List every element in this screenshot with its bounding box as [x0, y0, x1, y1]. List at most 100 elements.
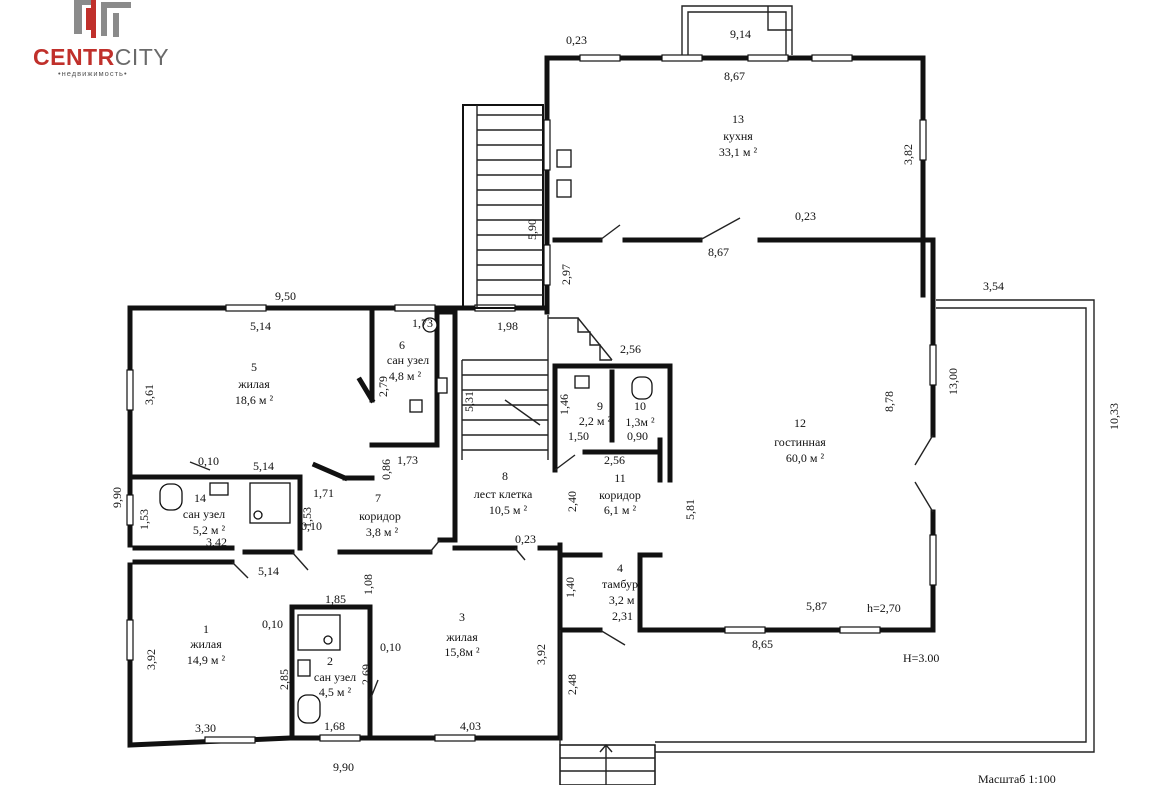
svg-text:7: 7	[375, 491, 381, 505]
svg-text:1,53: 1,53	[300, 507, 314, 528]
room-8-label: 8 лест клетка 10,5 м ²	[474, 469, 533, 517]
svg-text:2,31: 2,31	[612, 609, 633, 623]
svg-text:8,65: 8,65	[752, 637, 773, 651]
svg-text:1,46: 1,46	[557, 394, 571, 415]
logo-brand-a: CENTR	[33, 44, 115, 70]
svg-text:0,10: 0,10	[380, 640, 401, 654]
svg-text:8,67: 8,67	[724, 69, 745, 83]
svg-text:3,2 м ²: 3,2 м ²	[609, 593, 642, 607]
svg-text:жилая: жилая	[189, 637, 222, 651]
svg-text:15,8м ²: 15,8м ²	[444, 645, 480, 659]
svg-text:8,78: 8,78	[882, 391, 896, 412]
svg-text:14: 14	[194, 491, 206, 505]
svg-text:сан узел: сан узел	[314, 670, 356, 684]
svg-text:6,1 м ²: 6,1 м ²	[604, 503, 637, 517]
svg-text:2,69: 2,69	[359, 664, 373, 685]
svg-text:коридор: коридор	[359, 509, 401, 523]
svg-text:3,8 м ²: 3,8 м ²	[366, 525, 399, 539]
svg-text:1,68: 1,68	[324, 719, 345, 733]
svg-text:5,14: 5,14	[253, 459, 274, 473]
logo-mark-icon	[74, 0, 131, 38]
svg-text:9,14: 9,14	[730, 27, 751, 41]
svg-text:0,23: 0,23	[795, 209, 816, 223]
svg-text:жилая: жилая	[237, 377, 270, 391]
sink-icon	[297, 659, 311, 677]
svg-text:0,10: 0,10	[301, 519, 322, 533]
svg-text:5,90: 5,90	[525, 219, 539, 240]
svg-text:5,87: 5,87	[806, 599, 827, 613]
svg-text:4: 4	[617, 561, 623, 575]
svg-text:2,48: 2,48	[565, 674, 579, 695]
svg-text:4,03: 4,03	[460, 719, 481, 733]
svg-text:1,50: 1,50	[568, 429, 589, 443]
svg-text:2,56: 2,56	[604, 453, 625, 467]
doors	[189, 217, 934, 701]
svg-text:5,2 м ²: 5,2 м ²	[193, 523, 226, 537]
svg-text:1,3м ²: 1,3м ²	[625, 415, 655, 429]
svg-text:1,40: 1,40	[563, 577, 577, 598]
svg-text:гостинная: гостинная	[774, 435, 826, 449]
logo-brand-b: CITY	[114, 44, 170, 70]
svg-text:12: 12	[794, 416, 806, 430]
svg-text:4,5 м ²: 4,5 м ²	[319, 685, 352, 699]
stove-icon	[556, 179, 572, 198]
svg-text:33,1 м ²: 33,1 м ²	[719, 145, 758, 159]
svg-text:h=2,70: h=2,70	[867, 601, 901, 615]
svg-text:9,90: 9,90	[333, 760, 354, 774]
svg-text:5,14: 5,14	[258, 564, 279, 578]
svg-text:H=3.00: H=3.00	[903, 651, 939, 665]
svg-text:тамбур: тамбур	[602, 577, 638, 591]
svg-text:лест клетка: лест клетка	[474, 487, 533, 501]
scale-note: Масштаб 1:100	[978, 772, 1056, 786]
svg-text:3,30: 3,30	[195, 721, 216, 735]
svg-text:3,54: 3,54	[983, 279, 1004, 293]
svg-text:5,14: 5,14	[250, 319, 271, 333]
svg-text:0,90: 0,90	[627, 429, 648, 443]
svg-text:11: 11	[614, 471, 626, 485]
svg-text:10,33: 10,33	[1107, 403, 1121, 430]
svg-text:1,73: 1,73	[412, 316, 433, 330]
toilet-icon	[631, 376, 653, 400]
svg-text:13: 13	[732, 112, 744, 126]
svg-text:2,56: 2,56	[620, 342, 641, 356]
svg-text:кухня: кухня	[723, 129, 753, 143]
fixtures	[159, 149, 653, 724]
sink-icon	[574, 375, 590, 389]
logo-wordmark: CENTRCITY	[33, 44, 169, 71]
svg-text:9,50: 9,50	[275, 289, 296, 303]
svg-text:3,92: 3,92	[144, 649, 158, 670]
svg-text:2: 2	[327, 654, 333, 668]
svg-text:2,79: 2,79	[376, 376, 390, 397]
svg-text:1,98: 1,98	[497, 319, 518, 333]
svg-text:8: 8	[502, 469, 508, 483]
svg-text:5: 5	[251, 360, 257, 374]
svg-text:2,40: 2,40	[565, 491, 579, 512]
svg-text:1,85: 1,85	[325, 592, 346, 606]
svg-text:1: 1	[203, 622, 209, 636]
svg-text:0,23: 0,23	[566, 33, 587, 47]
svg-text:10,5 м ²: 10,5 м ²	[489, 503, 528, 517]
svg-text:9,90: 9,90	[110, 487, 124, 508]
svg-text:6: 6	[399, 338, 405, 352]
shower-icon	[297, 614, 341, 651]
room-7-label: 7 коридор 3,8 м ²	[359, 491, 401, 539]
svg-text:3,61: 3,61	[142, 384, 156, 405]
svg-text:1,73: 1,73	[397, 453, 418, 467]
svg-text:10: 10	[634, 399, 646, 413]
svg-text:18,6 м ²: 18,6 м ²	[235, 393, 274, 407]
svg-text:5,31: 5,31	[462, 391, 476, 412]
room-9-label: 92,2 м ²	[579, 399, 612, 428]
shower-icon	[409, 399, 423, 413]
svg-text:жилая: жилая	[445, 630, 478, 644]
logo-tagline: •недвижимость•	[58, 69, 128, 78]
svg-text:сан узел: сан узел	[387, 353, 429, 367]
toilet-icon	[422, 317, 438, 333]
svg-text:3,92: 3,92	[534, 644, 548, 665]
dimension-labels: 0,23 9,14 8,67 3,82 0,23 8,67 5,90 2,97 …	[110, 27, 1121, 774]
room-10-label: 10 1,3м ²	[625, 399, 655, 429]
